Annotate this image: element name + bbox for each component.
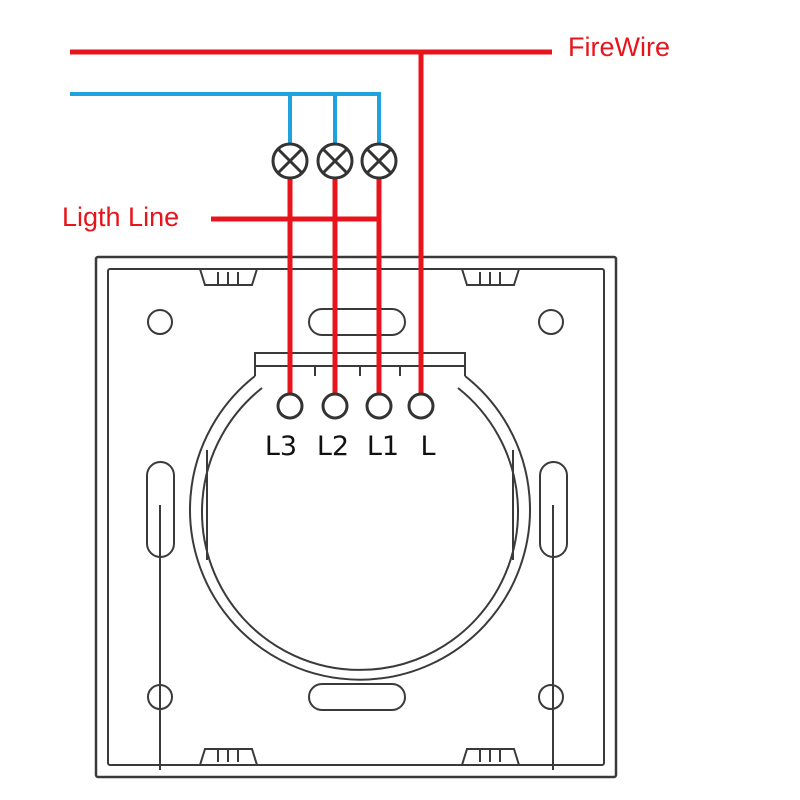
plate-outer-frame [94,255,618,779]
terminal-label-l2: L2 [317,431,349,462]
top-right-clip [461,268,520,286]
screw-hole-top-left [147,309,173,335]
plate-inner-frame [107,268,605,766]
terminal-l [407,392,435,420]
terminal-block-top [254,352,466,376]
lamp-icon [316,142,354,180]
terminal-l3 [276,392,304,420]
slot-top [308,308,406,336]
terminal-label-l1: L1 [367,431,399,462]
terminals [276,392,435,420]
bottom-right-clip [461,748,520,766]
lamp-icon [271,142,309,180]
terminal-label-l3: L3 [265,431,297,462]
screw-hole-bottom-right [538,684,564,710]
terminal-l1 [365,392,393,420]
terminal-l2 [321,392,349,420]
housing-outer-arc [189,375,531,681]
lamp-icon [360,142,398,180]
fire-wire-label: FireWire [568,32,670,62]
switch-back-plate [94,255,618,779]
light-line-wires [211,178,382,396]
housing-inner-arc [201,387,519,671]
fire-wire [70,49,552,396]
bottom-left-clip [199,748,258,766]
light-line-label: Ligth Line [62,202,179,232]
lamp-group [271,142,398,180]
slot-bottom [308,683,406,711]
neutral-wire [70,92,381,148]
top-left-clip [199,268,258,286]
screw-hole-top-right [538,309,564,335]
terminal-label-l: L [420,431,435,462]
